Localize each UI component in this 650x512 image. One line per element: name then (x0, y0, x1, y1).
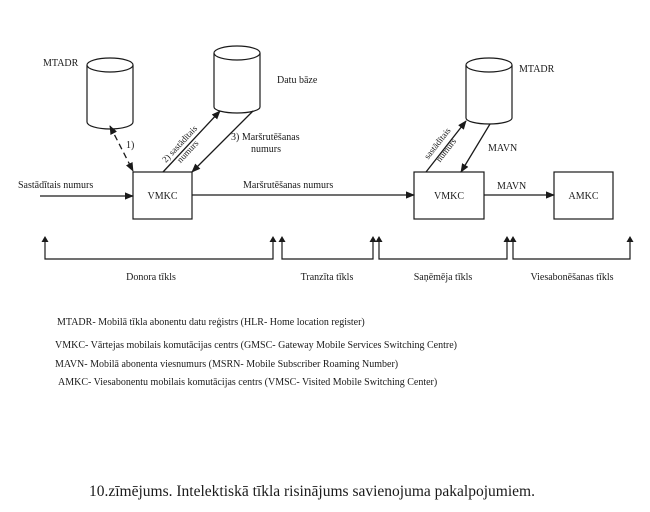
figure-caption: 10.zīmējums. Intelektiskā tīkla risināju… (89, 483, 535, 500)
datu-baze-database-icon (213, 45, 261, 114)
legend-item-mtadr: MTADR- Mobilā tīkla abonentu datu reģist… (57, 317, 365, 328)
vmkc-right-box (413, 171, 485, 220)
network-label-sanemeja: Saņēmēja tīkls (414, 272, 473, 283)
network-label-donora: Donora tīkls (126, 272, 176, 283)
mtadr-right-database-icon (465, 57, 513, 125)
step3-label-line1: 3) Maršrutēšanas (231, 132, 300, 143)
network-bracket-donora (41, 236, 277, 260)
step1-label: 1) (126, 140, 134, 151)
step1-dashed-arrow (109, 125, 134, 172)
input-arrow-label: Sastādītais numurs (18, 180, 93, 191)
vmkc-left-box (132, 171, 193, 220)
vmkc-left-label: VMKC (147, 191, 177, 202)
datu-baze-label: Datu bāze (277, 75, 318, 86)
legend-item-mavn: MAVN- Mobilā abonenta viesnumurs (MSRN- … (55, 359, 399, 370)
routing-arrow-label: Maršrutēšanas numurs (243, 180, 333, 191)
legend-item-amkc: AMKC- Viesabonentu mobilais komutācijas … (58, 377, 438, 388)
network-diagram: MTADR Datu bāze MTADR VMKC VMKC AMKC Sas… (18, 45, 634, 283)
right-query-arrow (425, 120, 467, 173)
network-bracket-viesabonesanas (509, 236, 634, 260)
legend-item-vmkc: VMKC- Vārtejas mobilais komutācijas cent… (55, 340, 457, 351)
amkc-box (553, 171, 614, 220)
step3-label-line2: numurs (251, 144, 281, 155)
amkc-label: AMKC (568, 191, 598, 202)
network-bracket-tranzita (278, 236, 377, 260)
mtadr-right-label: MTADR (519, 64, 555, 75)
mtadr-left-label: MTADR (43, 58, 79, 69)
right-reply-arrow (460, 123, 491, 173)
step2-arrow (162, 110, 221, 173)
step3-arrow (191, 110, 254, 173)
right-reply-label: MAVN (488, 143, 517, 154)
network-label-tranzita: Tranzīta tīkls (301, 272, 354, 283)
to-amkc-label: MAVN (497, 181, 526, 192)
vmkc-right-label: VMKC (434, 191, 464, 202)
network-bracket-sanemeja (375, 236, 511, 260)
mtadr-left-database-icon (86, 57, 134, 130)
network-label-viesabonesanas: Viesabonēšanas tīkls (531, 272, 614, 283)
